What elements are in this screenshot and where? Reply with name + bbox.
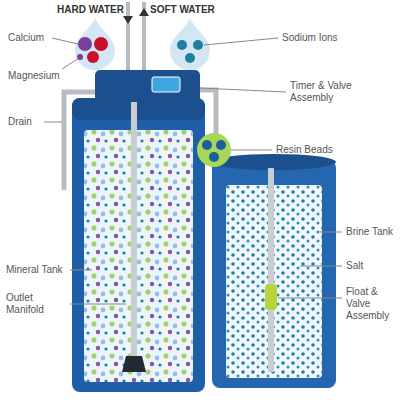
part-label: Drain xyxy=(8,116,44,128)
part-label: Resin Beads xyxy=(276,144,356,156)
part-label: Mineral Tank xyxy=(6,264,68,276)
part-label: Brine Tank xyxy=(346,226,404,238)
part-label: Magnesium xyxy=(8,70,68,82)
part-label: Timer & Valve Assembly xyxy=(290,80,390,104)
flow-heading: HARD WATER xyxy=(50,4,124,16)
part-label: Calcium xyxy=(8,32,52,44)
part-label: Outlet Manifold xyxy=(6,292,68,316)
part-label: Salt xyxy=(346,260,396,272)
part-label: Sodium Ions xyxy=(282,32,352,44)
part-label: Float & Valve Assembly xyxy=(346,286,404,322)
flow-heading: SOFT WATER xyxy=(150,4,230,16)
